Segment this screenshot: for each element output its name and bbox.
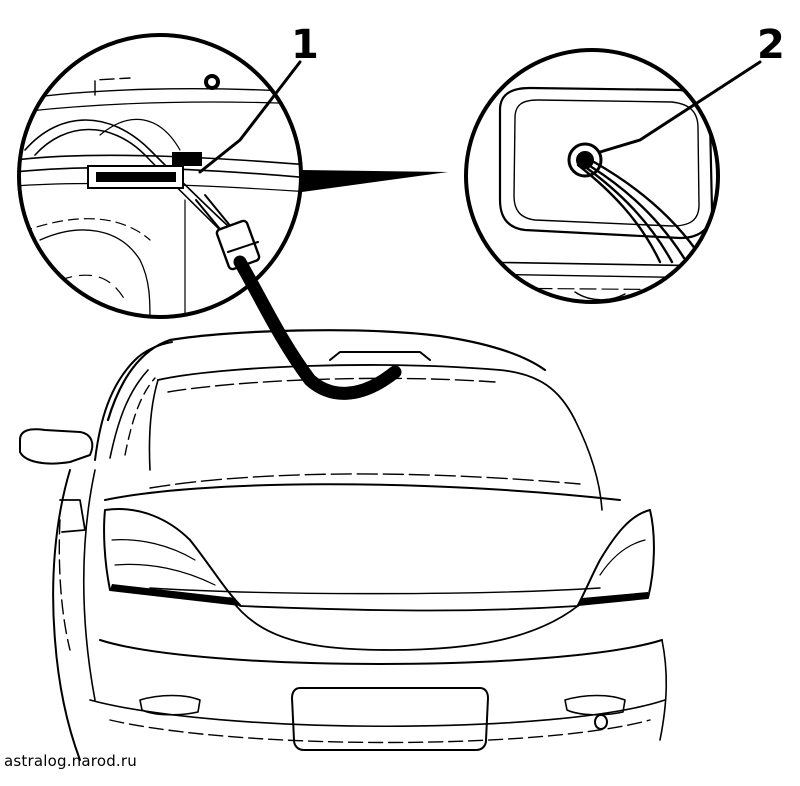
grommet-detail <box>469 86 718 301</box>
callout-2-leader <box>598 60 762 154</box>
detail-circle-left <box>17 33 303 319</box>
detail-circle-right <box>464 48 720 304</box>
parking-sensor <box>594 714 608 730</box>
tail-light-left <box>103 508 241 606</box>
tail-light-right <box>577 509 655 606</box>
car-rear-outline <box>19 329 668 761</box>
brake-light <box>329 351 431 361</box>
callout-1-leader <box>198 60 302 174</box>
watermark-text: astralog.narod.ru <box>4 752 137 770</box>
callout-label-1: 1 <box>291 22 319 68</box>
side-mirror <box>19 428 94 465</box>
license-plate <box>291 687 489 751</box>
wiring-harness-cable <box>195 194 402 400</box>
trunk-lid-inner-detail <box>19 74 301 317</box>
callout-label-2: 2 <box>757 22 785 68</box>
detail-pointer-wedge <box>302 170 448 192</box>
